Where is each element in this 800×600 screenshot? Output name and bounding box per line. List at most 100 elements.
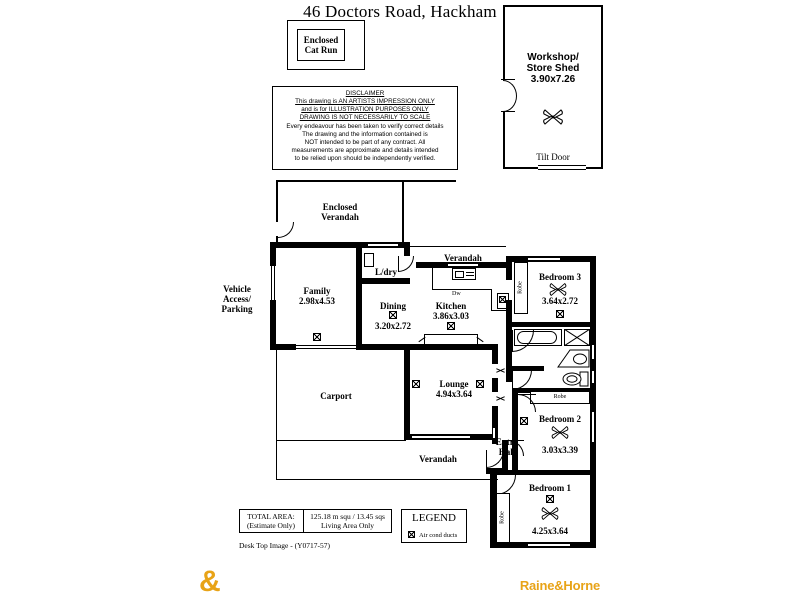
cat-run-outer-box — [287, 20, 365, 70]
dining-dimensions: 3.20x2.72 — [375, 321, 411, 331]
total-area-value-line1: 125.18 m squ / 13.45 sqs — [310, 512, 385, 521]
shower-icon — [564, 329, 590, 346]
disclaimer-underlined-1: This drawing is AN ARTISTS IMPRESSION ON… — [295, 98, 435, 105]
bedroom1-air-cond-duct-icon — [546, 495, 554, 503]
shed-door-jamb-bottom — [501, 111, 515, 112]
lounge-wall-right-upper — [492, 350, 498, 364]
bedroom2-wall-bottom — [512, 470, 596, 475]
house-wall-left-family — [270, 242, 276, 266]
kitchen-window-top — [448, 263, 478, 267]
bedroom3-dimensions: 3.64x2.72 — [542, 296, 578, 306]
toilet-icon — [562, 371, 589, 387]
ldry-wall-right — [404, 242, 410, 256]
kitchen-sink-bowl — [455, 271, 464, 278]
dining-label: Dining — [379, 301, 406, 311]
kitchen-sink-drain-1 — [466, 272, 474, 273]
page-title: 46 Doctors Road, Hackham — [303, 2, 497, 21]
shed-dimensions: 3.90x7.26 — [530, 74, 576, 85]
entry-hall-wall-right — [502, 440, 508, 474]
family-wall-bottom-right — [356, 344, 412, 350]
bedroom3-robe-label: Robe — [517, 281, 524, 294]
kitchen-bench-right — [491, 289, 492, 311]
family-ldry-divider — [356, 248, 362, 344]
kitchen-air-cond-duct-icon — [447, 322, 455, 330]
shed-ceiling-fan-icon — [543, 109, 563, 125]
lounge-wall-right-mid — [492, 378, 498, 392]
enclosed-verandah-wall-right — [402, 180, 404, 246]
ldry-label: L/dry — [374, 267, 397, 277]
legend-title: LEGEND — [412, 512, 456, 524]
ldry-door-swing — [398, 256, 414, 272]
total-area-label-line1: TOTAL AREA: — [247, 512, 295, 521]
bedroom1-window-bottom — [528, 543, 570, 547]
family-window-left — [271, 266, 275, 300]
lounge-wall-bottom-left — [404, 434, 410, 440]
disclaimer-box — [272, 86, 458, 170]
shed-tilt-door — [538, 165, 586, 170]
kitchen-bench-top-edge — [432, 289, 492, 290]
lounge-label: Lounge — [439, 379, 469, 389]
house-wall-right — [590, 256, 596, 548]
lounge-air-cond-duct-right — [476, 380, 484, 388]
total-area-divider — [303, 509, 304, 533]
enclosed-verandah-wall-top — [276, 180, 456, 182]
right-wing-wall-left-lower — [506, 324, 512, 382]
vanity-basin-icon — [557, 349, 590, 368]
disclaimer-body-5: to be relied upon should be independentl… — [294, 155, 436, 162]
enclosed-verandah-wall-left — [276, 180, 278, 222]
brand-ampersand-logo: & — [199, 565, 221, 598]
lounge-dimensions: 4.94x3.64 — [436, 389, 472, 399]
kitchen-dimensions: 3.86x3.03 — [433, 311, 469, 321]
bedroom2-dimensions: 3.03x3.39 — [542, 445, 578, 455]
lounge-wall-right-lower — [492, 406, 498, 440]
toilet-door-leaf — [512, 370, 513, 390]
verandah-bottom-label: Verandah — [419, 454, 457, 464]
legend-air-cond-duct-icon — [408, 531, 415, 538]
carport-wall-bottom — [276, 479, 498, 480]
cat-run-label-line2: Cat Run — [304, 45, 338, 55]
family-wall-bottom — [270, 344, 296, 350]
kitchen-sink-drain-2 — [466, 275, 474, 276]
bedroom2-robe-box — [530, 391, 590, 404]
lounge-wall-left — [404, 350, 410, 440]
verandah-bottom-wall-left — [276, 440, 277, 480]
verandah-bottom-wall-top — [276, 440, 406, 441]
shower-cross-icon — [564, 329, 590, 346]
disclaimer-heading: DISCLAIMER — [345, 90, 385, 97]
disclaimer-body-2: The drawing and the information containe… — [302, 131, 428, 138]
bathroom-door-swing — [512, 330, 534, 352]
dining-air-cond-duct-icon — [389, 311, 397, 319]
total-area-label-line2: (Estimate Only) — [246, 521, 296, 530]
toilet-wall-bottom — [512, 388, 596, 393]
right-wing-wall-left-mid — [506, 300, 512, 324]
entry-hall-front-door-leaf — [486, 450, 487, 468]
bedroom3-air-cond-duct-icon — [556, 310, 564, 318]
toilet-door-swing — [512, 370, 532, 390]
shed-door-jamb-top — [501, 79, 515, 80]
carport-label: Carport — [320, 391, 352, 401]
toilet-window-right — [591, 371, 595, 383]
bedroom3-ceiling-fan-icon — [549, 282, 567, 297]
kitchen-breakfast-bar-left — [424, 334, 425, 344]
vehicle-access-line1: Vehicle — [223, 284, 251, 294]
lounge-window-bottom — [412, 435, 470, 439]
bedroom2-robe-label: Robe — [553, 394, 567, 400]
shed-name-line1: Workshop/ — [527, 52, 579, 63]
family-label: Family — [303, 286, 331, 296]
kitchen-bench-left — [432, 268, 433, 290]
bedroom2-window-right — [591, 412, 595, 442]
kitchen-breakfast-bar — [424, 334, 478, 335]
family-dimensions: 2.98x4.53 — [299, 296, 335, 306]
bedroom2-label: Bedroom 2 — [538, 414, 582, 424]
bedroom3-label: Bedroom 3 — [538, 272, 582, 282]
ldry-window-top — [368, 243, 398, 247]
desktop-image-reference: Desk Top Image - (Y0717-57) — [239, 541, 330, 550]
disclaimer-body-1: Every endeavour has been taken to verify… — [286, 123, 444, 130]
bedroom1-wall-top-left — [490, 470, 514, 475]
ldry-wall-bottom — [362, 278, 410, 284]
brand-name: Raine&Horne — [519, 578, 600, 593]
verandah-top-label: Verandah — [444, 253, 482, 263]
right-wing-wall-left-upper — [506, 256, 512, 280]
family-window-bottom — [296, 345, 356, 349]
house-wall-left-family-lower — [270, 300, 276, 350]
